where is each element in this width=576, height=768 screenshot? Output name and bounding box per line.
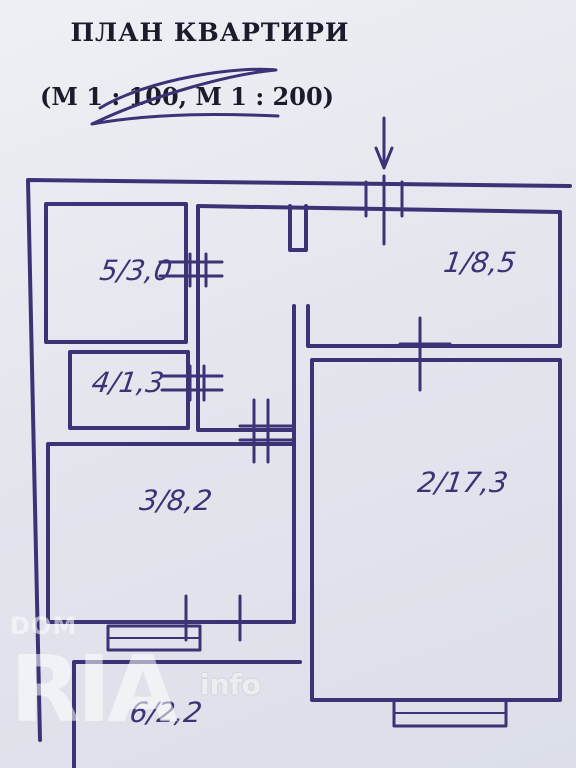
door-room-3 [238, 398, 294, 464]
wall-stub [288, 204, 308, 252]
scale-scribble [90, 67, 280, 126]
room-label-4: 4/1,3 [89, 366, 167, 399]
room-label-2: 2/17,3 [415, 466, 510, 499]
room-label-3: 3/8,2 [137, 484, 215, 517]
room-1-outline [196, 204, 562, 348]
scale-suffix: , М 1 : 200) [178, 82, 335, 111]
corridor-left-wall [196, 204, 294, 432]
door-room-6 [184, 594, 242, 642]
room-label-6: 6/2,2 [127, 696, 205, 729]
door-entrance [364, 174, 404, 246]
room-5-outline [44, 202, 188, 344]
room-label-1: 1/8,5 [441, 246, 519, 279]
room-2-outline [310, 358, 562, 702]
door-room-2 [398, 316, 452, 392]
scale-prefix: (М [40, 82, 87, 111]
outer-frame [26, 178, 572, 742]
plan-title: ПЛАН КВАРТИРИ [70, 18, 350, 47]
door-room-5 [158, 252, 224, 288]
room-3-outline [46, 442, 296, 624]
entrance-arrow-head [374, 146, 394, 170]
room-label-5: 5/3,0 [97, 254, 175, 287]
room-6-outline [72, 660, 302, 768]
door-room-4 [160, 364, 224, 402]
